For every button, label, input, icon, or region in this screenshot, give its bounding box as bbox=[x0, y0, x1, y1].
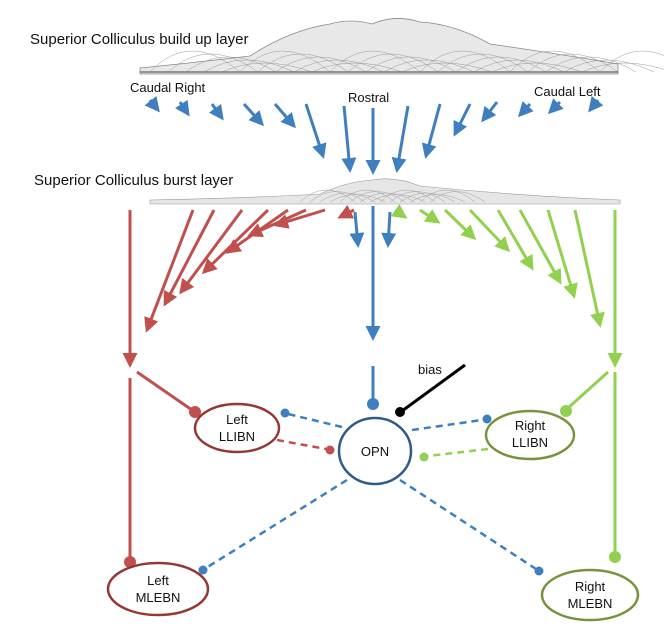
burst-center-arrow-2 bbox=[381, 211, 397, 248]
buildup-arrow-11 bbox=[453, 103, 472, 137]
right-trunk-branch bbox=[566, 370, 610, 410]
burst-right-arrow-8 bbox=[573, 209, 605, 328]
buildup-arrow-12 bbox=[481, 101, 499, 123]
opn-to-left-mlebn bbox=[205, 478, 348, 570]
left-llibn-label-1: Left bbox=[226, 412, 248, 427]
right-mlebn-label-2: MLEBN bbox=[568, 596, 613, 611]
burst-right-arrow-2 bbox=[419, 208, 441, 224]
buildup-arrow-6 bbox=[304, 103, 327, 159]
center-trunk bbox=[365, 206, 381, 410]
right-mlebn-label-1: Right bbox=[575, 579, 606, 594]
left-llibn-to-opn-terminal bbox=[325, 445, 335, 455]
inhibitory-connections bbox=[198, 408, 544, 576]
burst-right-arrow-7 bbox=[546, 209, 578, 299]
opn-label: OPN bbox=[361, 444, 389, 459]
burst-right-arrow-5 bbox=[496, 209, 534, 271]
opn-to-left-mlebn-terminal bbox=[198, 565, 208, 575]
left-llibn-to-opn bbox=[276, 438, 327, 451]
bias-synapse bbox=[395, 407, 405, 417]
right-branch-synapse bbox=[560, 405, 572, 417]
opn-input-synapse bbox=[367, 398, 379, 410]
buildup-arrow-10 bbox=[421, 103, 442, 159]
right-llibn-label-1: Right bbox=[515, 418, 546, 433]
buildup-arrow-9 bbox=[391, 105, 410, 173]
buildup-arrow-2 bbox=[175, 99, 190, 117]
left-branch-synapse bbox=[189, 406, 201, 418]
left-trunk bbox=[122, 210, 201, 568]
buildup-arrow-13 bbox=[517, 101, 534, 118]
buildup-arrow-7 bbox=[341, 105, 357, 173]
rostral-label: Rostral bbox=[348, 90, 389, 105]
buildup-arrow-3 bbox=[208, 103, 224, 121]
burst-left-arrow-7 bbox=[273, 208, 326, 229]
right-llibn-to-opn bbox=[427, 447, 489, 458]
burst-layer-title: Superior Colliculus burst layer bbox=[34, 172, 233, 189]
burst-layer-surface bbox=[149, 178, 621, 205]
left-llibn-node: Left LLIBN bbox=[193, 402, 281, 454]
burst-left-arrow-8 bbox=[337, 204, 355, 219]
right-trunk bbox=[560, 210, 623, 563]
burst-right-arrow-4 bbox=[468, 208, 511, 253]
opn-node: OPN bbox=[337, 416, 413, 486]
burst-right-arrow-6 bbox=[518, 209, 562, 285]
burst-left-arrow-3 bbox=[179, 209, 244, 295]
opn-to-left-llibn bbox=[287, 412, 343, 429]
buildup-layer-title: Superior Colliculus build up layer bbox=[30, 31, 248, 48]
buildup-arrow-4 bbox=[242, 102, 265, 127]
left-trunk-branch bbox=[136, 370, 193, 412]
burst-left-arrow-1 bbox=[144, 209, 195, 333]
left-mlebn-label-2: MLEBN bbox=[136, 590, 181, 605]
left-llibn-label-2: LLIBN bbox=[219, 429, 255, 444]
left-mlebn-label-1: Left bbox=[147, 573, 169, 588]
buildup-arrow-5 bbox=[273, 103, 296, 129]
burst-center-arrow-1 bbox=[349, 211, 365, 248]
opn-to-right-llibn bbox=[411, 418, 483, 432]
burst-projection-arrows bbox=[144, 203, 605, 333]
burst-left-arrow-2 bbox=[163, 209, 216, 307]
burst-right-arrow-1 bbox=[390, 203, 408, 219]
buildup-arrow-14 bbox=[547, 98, 564, 115]
right-mlebn-node: Right MLEBN bbox=[540, 568, 640, 622]
bias-label: bias bbox=[418, 362, 442, 377]
left-trunk-synapse bbox=[124, 556, 136, 568]
right-llibn-node: Right LLIBN bbox=[484, 409, 576, 461]
buildup-projection-arrows bbox=[144, 95, 604, 175]
right-trunk-synapse bbox=[609, 551, 621, 563]
opn-to-right-mlebn-terminal bbox=[534, 566, 544, 576]
burst-left-arrow-6 bbox=[247, 208, 307, 237]
opn-to-right-llibn-terminal bbox=[482, 414, 492, 424]
caudal-left-label: Caudal Left bbox=[534, 84, 601, 99]
bias-input: bias bbox=[395, 362, 466, 417]
opn-to-right-mlebn bbox=[399, 478, 537, 571]
buildup-layer-surface bbox=[139, 18, 664, 75]
left-mlebn-node: Left MLEBN bbox=[106, 561, 210, 617]
opn-to-left-llibn-terminal bbox=[280, 408, 290, 418]
bias-line bbox=[401, 363, 466, 413]
burst-right-arrow-3 bbox=[443, 208, 477, 241]
caudal-right-label: Caudal Right bbox=[130, 80, 206, 95]
right-llibn-label-2: LLIBN bbox=[512, 435, 548, 450]
right-llibn-to-opn-terminal bbox=[419, 452, 429, 462]
buildup-arrow-15 bbox=[588, 95, 604, 113]
buildup-arrow-1 bbox=[144, 95, 160, 113]
